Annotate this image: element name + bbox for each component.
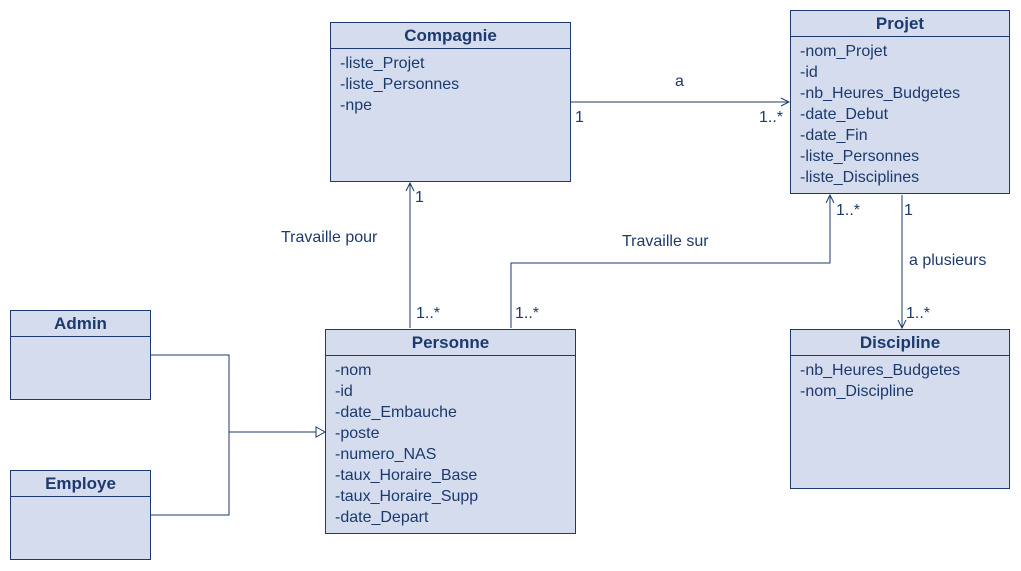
class-projet[interactable]: Projet -nom_Projet -id -nb_Heures_Budget…: [790, 10, 1010, 194]
attribute: -nom_Projet: [800, 43, 888, 60]
class-admin[interactable]: Admin: [10, 310, 151, 400]
class-projet-title: Projet: [791, 11, 1009, 37]
attribute: -date_Fin: [800, 127, 868, 144]
class-personne-attributes: -nom -id -date_Embauche -poste -numero_N…: [326, 356, 575, 528]
multiplicity-label: 1: [575, 109, 584, 126]
class-discipline[interactable]: Discipline -nb_Heures_Budgetes -nom_Disc…: [790, 329, 1010, 489]
attribute: -nb_Heures_Budgetes: [800, 362, 961, 379]
multiplicity-label: 1: [415, 189, 424, 206]
class-discipline-title: Discipline: [791, 330, 1009, 356]
attribute: -liste_Disciplines: [800, 169, 920, 186]
class-employe-title: Employe: [11, 471, 150, 497]
class-compagnie-attributes: -liste_Projet -liste_Personnes -npe: [331, 49, 570, 116]
assoc-label-a-plusieurs: a plusieurs: [909, 252, 987, 269]
attribute: -date_Debut: [800, 106, 889, 123]
attribute: -date_Embauche: [335, 404, 457, 421]
attribute: -nom: [335, 362, 372, 379]
class-personne[interactable]: Personne -nom -id -date_Embauche -poste …: [325, 329, 576, 534]
inherit-admin-line: [151, 354, 230, 516]
multiplicity-label: 1: [904, 202, 913, 219]
attribute: -poste: [335, 425, 380, 442]
attribute: -liste_Personnes: [800, 148, 920, 165]
class-discipline-attributes: -nb_Heures_Budgetes -nom_Discipline: [791, 356, 1009, 402]
attribute: -id: [800, 64, 818, 81]
class-compagnie-title: Compagnie: [331, 23, 570, 49]
class-personne-title: Personne: [326, 330, 575, 356]
attribute: -liste_Personnes: [340, 76, 460, 93]
multiplicity-label: 1..*: [759, 109, 784, 126]
class-projet-attributes: -nom_Projet -id -nb_Heures_Budgetes -dat…: [791, 37, 1009, 188]
attribute: -liste_Projet: [340, 55, 425, 72]
attribute: -taux_Horaire_Supp: [335, 488, 479, 505]
assoc-label-travaille-pour: Travaille pour: [281, 229, 378, 246]
attribute: -nb_Heures_Budgetes: [800, 85, 961, 102]
attribute: -id: [335, 383, 353, 400]
assoc-label-travaille-sur: Travaille sur: [622, 233, 709, 250]
attribute: -date_Depart: [335, 509, 429, 526]
multiplicity-label: 1..*: [515, 305, 540, 322]
multiplicity-label: 1..*: [836, 202, 861, 219]
attribute: -numero_NAS: [335, 446, 437, 463]
attribute: -nom_Discipline: [800, 383, 914, 400]
attribute: -taux_Horaire_Base: [335, 467, 478, 484]
class-employe[interactable]: Employe: [10, 470, 151, 560]
class-compagnie[interactable]: Compagnie -liste_Projet -liste_Personnes…: [330, 22, 571, 182]
attribute: -npe: [340, 97, 373, 114]
multiplicity-label: 1..*: [416, 305, 441, 322]
class-admin-title: Admin: [11, 311, 150, 337]
multiplicity-label: 1..*: [906, 305, 931, 322]
assoc-label-a: a: [675, 73, 684, 90]
assoc-personne-projet-line: [510, 195, 830, 328]
